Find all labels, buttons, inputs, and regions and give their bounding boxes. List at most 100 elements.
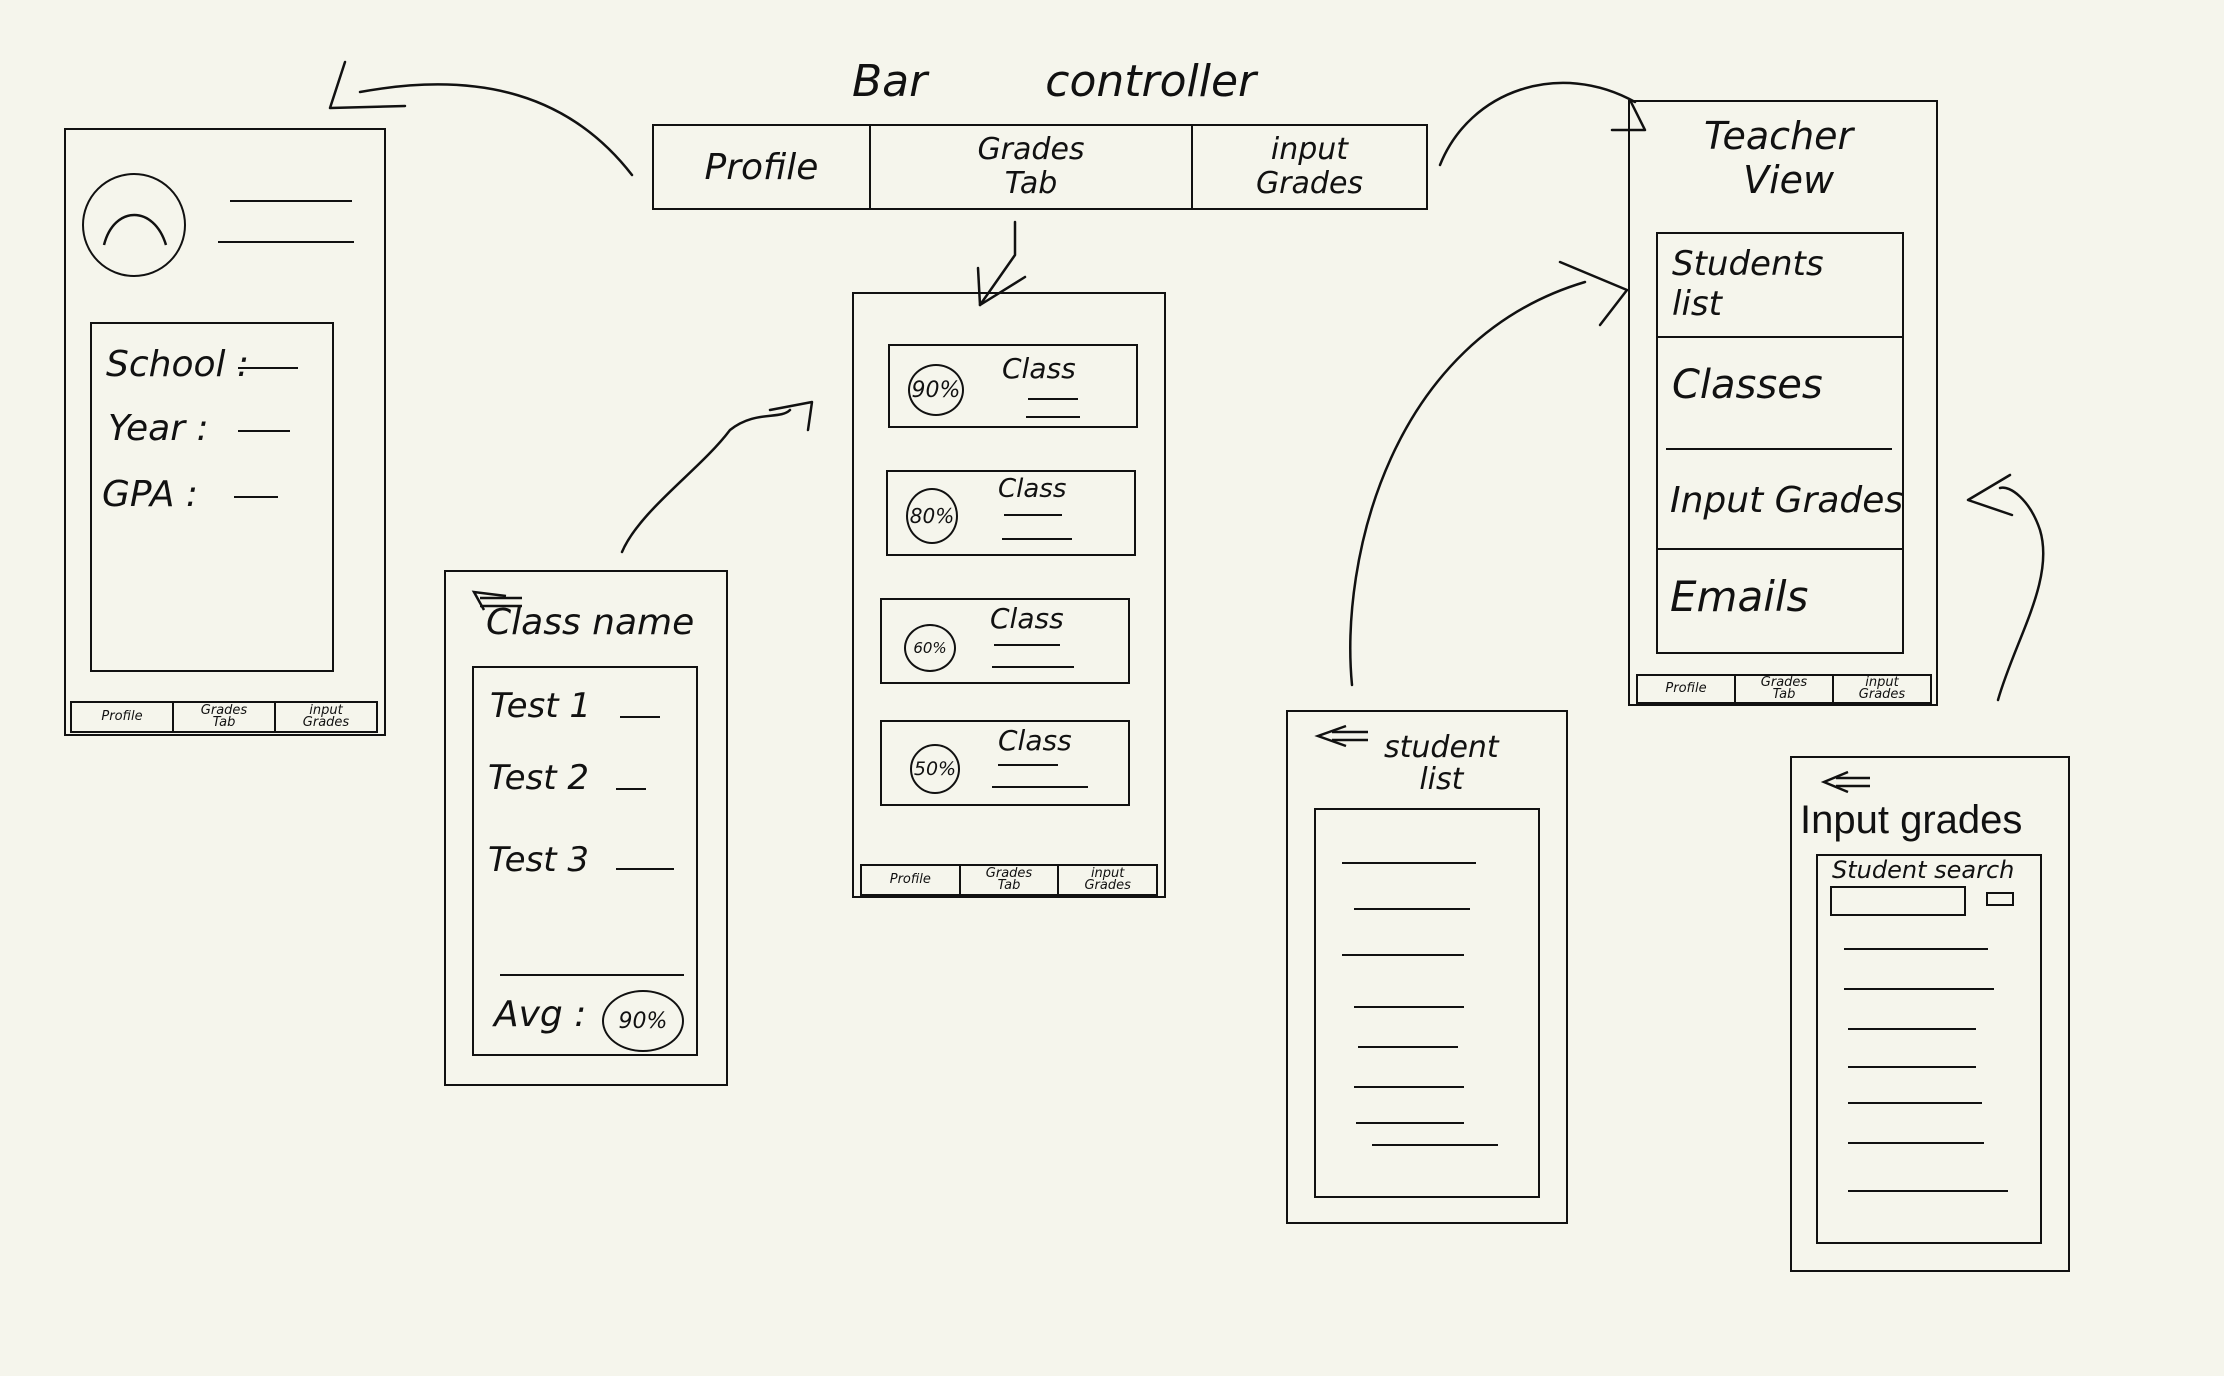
- average-badge: 90%: [602, 990, 684, 1052]
- grade-entry-row[interactable]: [1844, 948, 1988, 950]
- student-row[interactable]: [1342, 954, 1464, 956]
- back-arrow-icon[interactable]: [466, 584, 526, 614]
- menu-item-label: Classes: [1672, 362, 1823, 408]
- grade-percent: 80%: [909, 504, 955, 528]
- class-detail-title: Class name: [486, 602, 694, 643]
- tab-profile[interactable]: Profile: [1638, 676, 1736, 702]
- bar-controller: Profile Grades Tab input Grades: [652, 124, 1428, 210]
- class-detail-line: [994, 644, 1060, 646]
- student-row[interactable]: [1356, 1122, 1464, 1124]
- person-icon: [102, 213, 168, 246]
- grade-percent: 90%: [911, 377, 961, 403]
- field-label: School :: [106, 344, 250, 385]
- average-divider: [500, 974, 684, 976]
- teacher-menu: Students list Classes Input Grades Email…: [1656, 232, 1904, 654]
- profile-info-panel: School : Year : GPA :: [90, 322, 334, 672]
- back-arrow-icon[interactable]: [1816, 766, 1876, 796]
- tab-input-grades[interactable]: input Grades: [276, 703, 376, 731]
- test-label: Test 1: [490, 686, 591, 726]
- menu-item-classes[interactable]: Classes: [1658, 338, 1902, 448]
- arrow-input-to-teacher: [1996, 486, 2045, 702]
- bar-title-word-1: Bar: [852, 56, 928, 107]
- student-row[interactable]: [1354, 1006, 1464, 1008]
- class-detail-line: [998, 764, 1058, 766]
- tab-input-grades[interactable]: input Grades: [1059, 866, 1156, 894]
- tab-grades[interactable]: Grades Tab: [961, 866, 1060, 894]
- grade-percent: 60%: [913, 639, 947, 657]
- student-list-screen: student list: [1286, 710, 1568, 1224]
- grade-entry-row[interactable]: [1848, 1102, 1982, 1104]
- arrowhead-list: [1558, 260, 1629, 327]
- profile-tabbar: Profile Grades Tab input Grades: [70, 701, 378, 733]
- grade-badge: 90%: [908, 364, 964, 416]
- grade-entry-row[interactable]: [1844, 988, 1994, 990]
- input-grades-title: Input grades: [1800, 798, 2022, 843]
- class-label: Class: [990, 602, 1064, 635]
- student-row[interactable]: [1354, 1086, 1464, 1088]
- class-label: Class: [998, 474, 1066, 504]
- teacher-title: Teacher View: [1704, 114, 1853, 202]
- test-score-line: [616, 868, 674, 870]
- grade-percent: 50%: [913, 758, 957, 780]
- back-arrow-icon[interactable]: [1310, 720, 1372, 750]
- grade-badge: 50%: [910, 744, 960, 794]
- bar-tab-profile[interactable]: Profile: [654, 126, 871, 208]
- student-row[interactable]: [1342, 862, 1476, 864]
- tab-profile[interactable]: Profile: [862, 866, 961, 894]
- average-value: 90%: [618, 1008, 668, 1034]
- grades-tabbar: Profile Grades Tab input Grades: [860, 864, 1158, 896]
- student-search-input[interactable]: [1830, 886, 1966, 916]
- arrow-list-to-teacher: [1349, 280, 1587, 687]
- menu-item-input-grades[interactable]: Input Grades: [1658, 450, 1903, 550]
- grade-entry-row[interactable]: [1848, 1028, 1976, 1030]
- tab-input-grades[interactable]: input Grades: [1834, 676, 1930, 702]
- tab-grades[interactable]: Grades Tab: [1736, 676, 1834, 702]
- class-label-text: Class: [998, 474, 1067, 504]
- average-label-text: Avg :: [494, 994, 587, 1035]
- grade-entry-row[interactable]: [1848, 1190, 2008, 1192]
- menu-item-students-list[interactable]: Students list: [1658, 234, 1902, 338]
- class-label: Class: [1002, 352, 1076, 385]
- class-detail-line: [1002, 538, 1072, 540]
- arrowhead-profile: [328, 60, 407, 110]
- student-search-label: Student search: [1832, 856, 2014, 884]
- tab-label: Profile: [889, 872, 931, 887]
- test-row: Test 1: [490, 686, 591, 726]
- student-row[interactable]: [1354, 908, 1470, 910]
- tab-label: input Grades: [302, 703, 350, 730]
- class-card[interactable]: 60% Class: [880, 598, 1130, 684]
- grade-entry-row[interactable]: [1848, 1066, 1976, 1068]
- bar-tab-label: Grades Tab: [977, 132, 1085, 201]
- profile-field-value: [238, 367, 298, 369]
- class-detail-line: [1026, 416, 1080, 418]
- class-card[interactable]: 90% Class: [888, 344, 1138, 428]
- tab-label: Grades Tab: [200, 703, 248, 730]
- menu-item-emails[interactable]: Emails: [1658, 552, 1902, 652]
- bar-title-word-2: controller: [1045, 56, 1257, 107]
- bar-tab-grades[interactable]: Grades Tab: [871, 126, 1193, 208]
- input-grades-title-text: Input grades: [1800, 798, 2023, 842]
- bar-tab-label: Profile: [704, 146, 819, 188]
- profile-field-school: School :: [106, 344, 249, 385]
- student-list-title-line: list: [1419, 762, 1464, 797]
- grade-entry-row[interactable]: [1848, 1142, 1984, 1144]
- student-row[interactable]: [1358, 1046, 1458, 1048]
- student-search-label-text: Student search: [1832, 856, 2015, 884]
- teacher-title-line: Teacher: [1704, 114, 1854, 158]
- test-label: Test 3: [488, 840, 589, 880]
- profile-detail-line: [218, 241, 354, 243]
- grade-badge: 80%: [906, 488, 958, 544]
- student-row[interactable]: [1372, 1144, 1498, 1146]
- profile-field-value: [238, 430, 290, 432]
- class-card[interactable]: 80% Class: [886, 470, 1136, 556]
- bar-tab-input-grades[interactable]: input Grades: [1193, 126, 1426, 208]
- tab-grades[interactable]: Grades Tab: [174, 703, 276, 731]
- tab-label: Profile: [1665, 681, 1707, 696]
- test-score-line: [620, 716, 660, 718]
- tab-profile[interactable]: Profile: [72, 703, 174, 731]
- class-card[interactable]: 50% Class: [880, 720, 1130, 806]
- avatar: [82, 173, 186, 277]
- arrowhead-input: [1966, 473, 2014, 517]
- search-button[interactable]: [1986, 892, 2014, 906]
- profile-name-line: [230, 200, 352, 202]
